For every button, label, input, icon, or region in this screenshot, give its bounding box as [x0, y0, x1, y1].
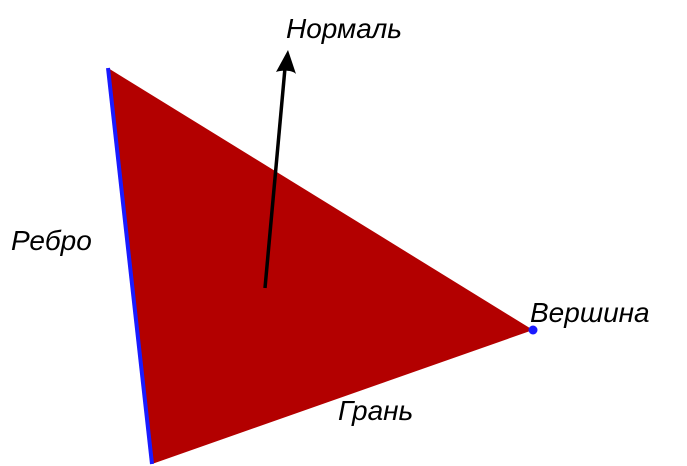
normal-arrow-head — [276, 50, 296, 74]
face-label: Грань — [338, 395, 413, 426]
vertex-label: Вершина — [530, 297, 650, 328]
face-triangle — [108, 68, 533, 464]
edge-line — [106, 67, 154, 465]
normal-label: Нормаль — [286, 13, 402, 44]
normal-arrow-shaft — [263, 67, 287, 289]
vertex-point — [528, 325, 538, 335]
edge-label: Ребро — [11, 225, 92, 256]
